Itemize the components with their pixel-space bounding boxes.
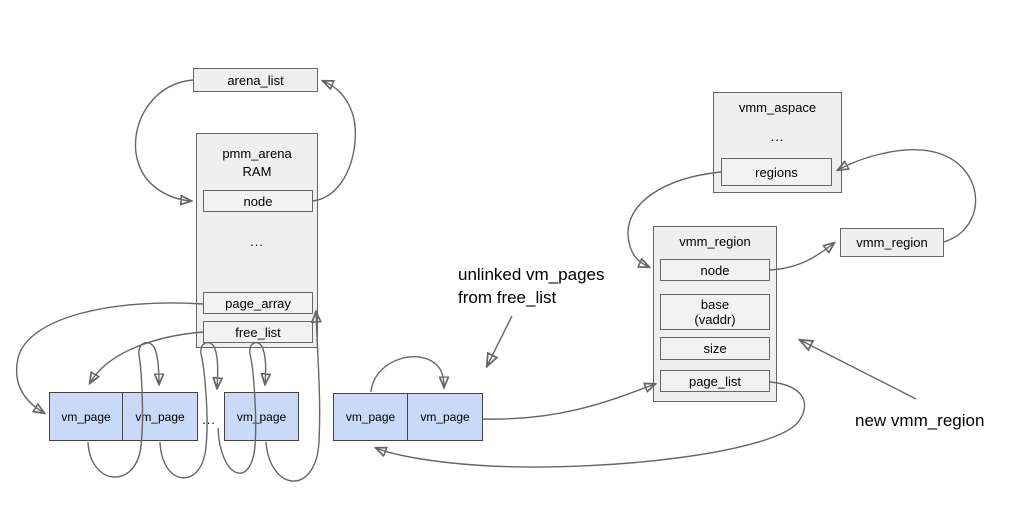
pmm-arena-title-line: pmm_arena [222, 146, 292, 161]
pmm-arena-title: pmm_arena RAM [196, 145, 318, 181]
vmm-region-node-label: node [700, 262, 730, 278]
page-list-label: page_list [688, 373, 742, 389]
vm-page-label: vm_page [61, 409, 111, 424]
page-list-field: page_list [660, 370, 770, 392]
vm-page-label: vm_page [135, 409, 185, 424]
connector-unlinked-page1-to-page2 [370, 356, 444, 393]
connector-node-to-arena-list [312, 81, 357, 202]
connector-arena-list-to-node [134, 79, 193, 201]
unlinked-pages-note: unlinked vm_pages from free_list [458, 263, 604, 309]
base-line2: (vaddr) [694, 312, 736, 327]
vmm-region-title: vmm_region [679, 234, 751, 249]
vm-page-label: vm_page [236, 409, 287, 424]
pmm-arena-node-field: node [203, 190, 313, 212]
vm-page-chain-3: vm_page [224, 392, 299, 441]
vmm-region-size-field: size [660, 337, 770, 360]
vm-page-chain-1: vm_page [49, 392, 123, 441]
free-list-field: free_list [203, 321, 313, 343]
arena-list-box: arena_list [193, 68, 318, 92]
pmm-arena-subtitle: RAM [242, 164, 272, 179]
regions-label: regions [755, 164, 798, 180]
vmm-region-base-label: base (vaddr) [694, 297, 735, 327]
vmm-region2-box: vmm_region [840, 228, 944, 257]
vmm-region-base-field: base (vaddr) [660, 294, 770, 330]
pmm-arena-ellipsis: ... [250, 234, 264, 249]
pmm-arena-node-label: node [243, 193, 273, 209]
connector-region-node-to-region2 [769, 243, 834, 271]
vmm-region-size-label: size [703, 341, 727, 356]
unlinked-vm-page-1: vm_page [333, 393, 408, 441]
vm-page-chain-ellipsis: ... [202, 412, 216, 427]
vmm-region-node-field: node [660, 259, 770, 281]
base-line1: base [700, 297, 730, 312]
new-vmm-region-note: new vmm_region [855, 411, 985, 430]
unlinked-vm-page-2: vm_page [407, 393, 483, 441]
unlinked-pages-note-line2: from free_list [458, 288, 557, 307]
page-array-field: page_array [203, 292, 313, 314]
vm-page-chain-2: vm_page [122, 392, 198, 441]
connector-unlinked-page2-to-page-list [482, 384, 655, 420]
regions-field: regions [721, 158, 832, 186]
pointer-new-vmm-region [800, 340, 917, 400]
pointer-unlinked-note [487, 315, 513, 366]
unlinked-pages-note-line1: unlinked vm_pages [458, 265, 605, 284]
connector-free-list-to-vm-page [90, 331, 204, 383]
vmm-region2-label: vmm_region [856, 235, 928, 250]
vmm-aspace-title: vmm_aspace [738, 100, 817, 115]
free-list-label: free_list [235, 324, 281, 340]
vm-page-label: vm_page [345, 410, 396, 424]
page-array-label: page_array [225, 295, 291, 311]
arena-list-label: arena_list [227, 72, 284, 88]
vm-page-label: vm_page [420, 410, 470, 424]
vmm-aspace-ellipsis: ... [770, 129, 785, 144]
